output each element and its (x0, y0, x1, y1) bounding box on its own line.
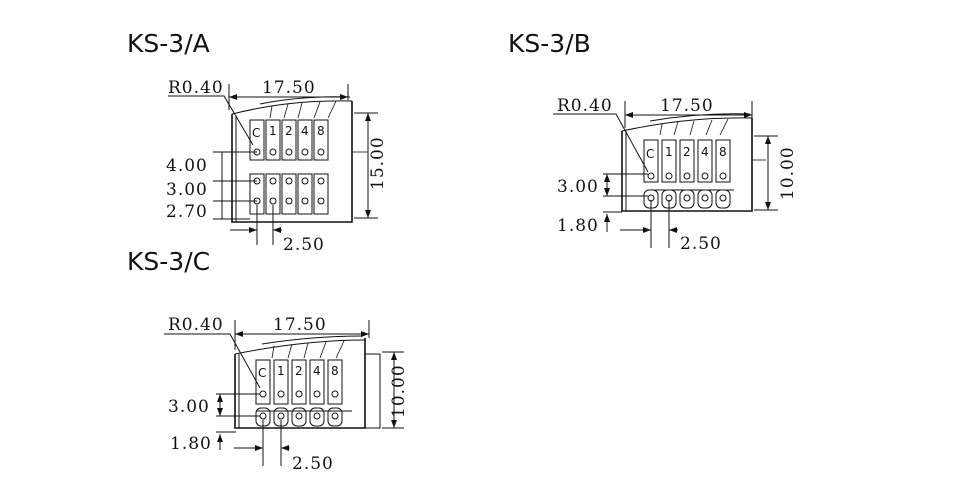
figure-ks3b-pins: C 1 2 4 8 (643, 139, 731, 209)
radius-label: R0.40 (168, 315, 224, 335)
pin-slot (281, 119, 297, 161)
radius-label: R0.40 (557, 96, 613, 116)
pin-label: 8 (331, 364, 339, 378)
pin-label: 2 (295, 364, 303, 378)
pin-label: 4 (701, 145, 709, 159)
height-label: 10.00 (389, 364, 409, 418)
row-dim-label: 3.00 (168, 397, 210, 417)
pin-label: C (252, 126, 260, 140)
figure-ks3c-dimensions: R0.40 17.50 10.00 3.00 1.80 2.50 (164, 315, 409, 474)
figure-ks3a-title: KS-3/A (127, 29, 210, 58)
pin-slot (313, 119, 329, 161)
row-dim-label: 3.00 (166, 180, 208, 200)
row-dim-label: 2.70 (166, 202, 208, 222)
figure-ks3a-body (231, 96, 368, 223)
pin-label: 1 (269, 124, 277, 138)
pin-slot (297, 119, 313, 161)
pitch-label: 2.50 (292, 454, 334, 474)
height-label: 10.00 (778, 146, 798, 200)
figure-ks3c-body (234, 335, 381, 429)
row-dim-label: 3.00 (557, 177, 599, 197)
figure-ks3c-pins: C 1 2 4 8 (255, 359, 343, 427)
offset-label: 1.80 (557, 216, 599, 236)
offset-label: 1.80 (170, 434, 212, 454)
row-dim-label: 4.00 (166, 156, 208, 176)
figure-ks3c: KS-3/C C 1 2 4 8 (127, 247, 409, 474)
pin-label: 2 (683, 145, 691, 159)
figure-ks3a: KS-3/A C 1 2 4 8 (127, 29, 388, 255)
width-label: 17.50 (273, 315, 327, 335)
radius-label: R0.40 (168, 78, 224, 98)
width-label: 17.50 (660, 96, 714, 116)
figure-ks3b-title: KS-3/B (508, 29, 591, 58)
pin-label: 8 (317, 124, 325, 138)
figure-ks3c-title: KS-3/C (127, 247, 210, 276)
height-label: 15.00 (368, 136, 388, 190)
pin-label: C (258, 366, 266, 380)
pin-label: 1 (665, 145, 673, 159)
pin-label: 4 (313, 364, 321, 378)
figure-ks3a-pins: C 1 2 4 8 (249, 119, 329, 215)
pitch-label: 2.50 (283, 235, 325, 255)
pin-label: 8 (719, 145, 727, 159)
pin-label: 2 (285, 124, 293, 138)
figure-ks3b-dimensions: R0.40 17.50 10.00 3.00 1.80 2.50 (553, 96, 798, 254)
width-label: 17.50 (262, 78, 316, 98)
figure-ks3a-dimensions: R0.40 17.50 15.00 4.00 3.00 2.70 2.50 (166, 78, 388, 255)
pitch-label: 2.50 (680, 234, 722, 254)
pin-label: 1 (277, 364, 285, 378)
pin-slot (265, 119, 281, 161)
pin-label: C (646, 147, 654, 161)
figure-ks3b: KS-3/B C 1 2 4 8 (508, 29, 798, 254)
pin-label: 4 (301, 124, 309, 138)
